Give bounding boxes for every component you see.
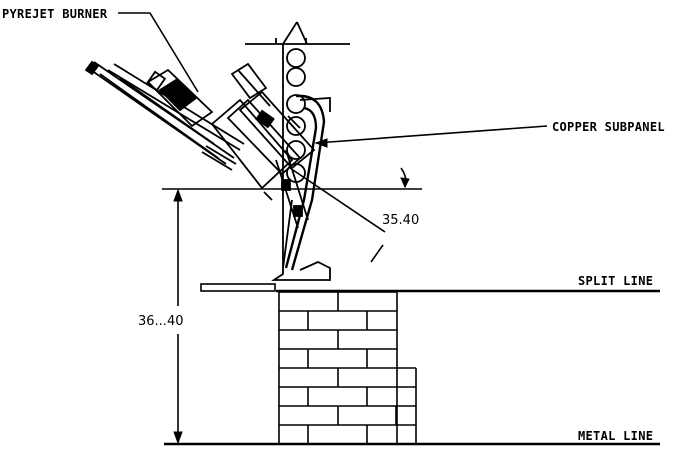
burner-label: PYREJET BURNER [2,7,108,21]
height-dimension-line [173,188,183,445]
split-line-label: SPLIT LINE [578,274,653,288]
brick-pier [278,291,417,445]
height-dimension: 36...40 [138,314,183,329]
split-line-ledge [200,283,276,292]
furnace-wall [245,21,350,281]
subpanel-leader [314,125,548,148]
metal-line-label: METAL LINE [578,429,653,443]
subpanel-label: COPPER SUBPANEL [552,120,665,134]
burner-leader [118,12,199,93]
angle-dimension-lines [289,167,410,263]
pyrejet-burner [84,60,316,229]
angle-dimension: 35.40 [382,213,419,228]
